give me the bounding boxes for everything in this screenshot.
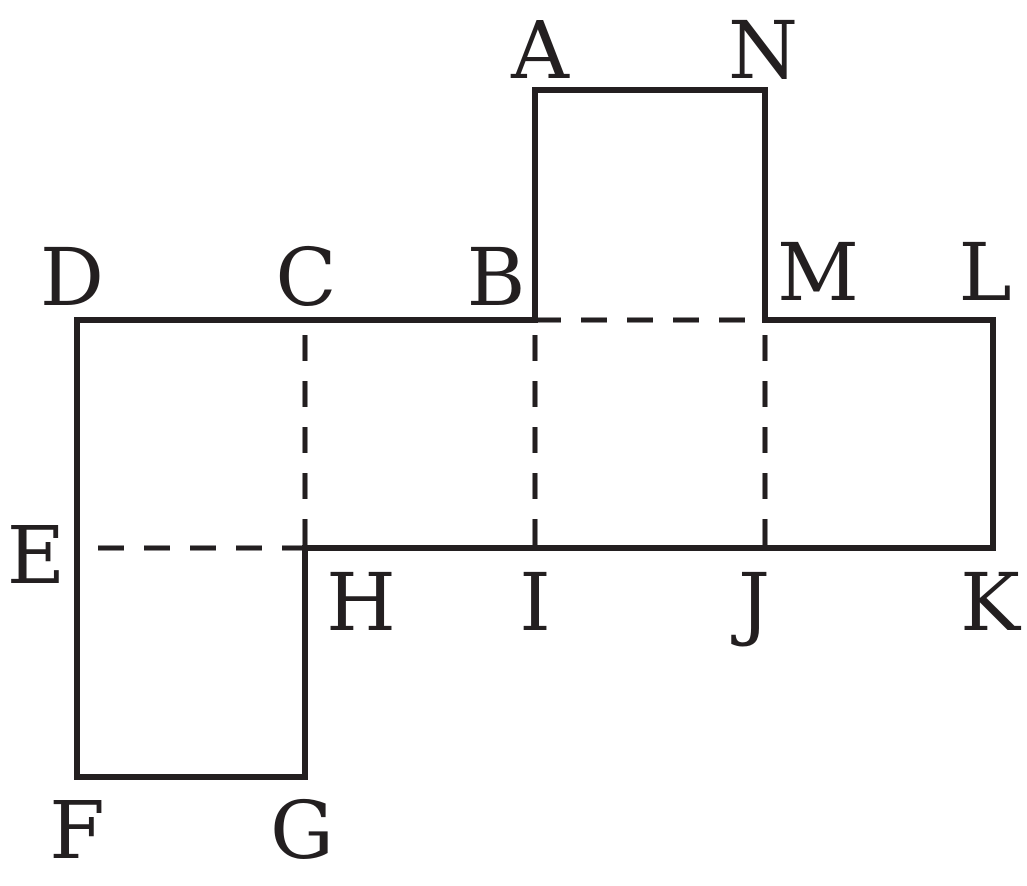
net-outline <box>74 87 996 780</box>
vertex-label-J: J <box>731 556 770 649</box>
vertex-label-A: A <box>510 4 570 97</box>
vertex-label-D: D <box>40 231 104 324</box>
vertex-label-L: L <box>958 226 1011 319</box>
vertex-label-M: M <box>777 226 859 319</box>
fold-lines <box>98 317 768 551</box>
vertex-label-C: C <box>275 231 336 324</box>
vertex-labels: A N D C B M L E H I J K F G <box>7 4 1021 877</box>
outline-edge-top-flap <box>532 87 768 323</box>
vertex-label-N: N <box>728 4 798 97</box>
vertex-label-B: B <box>467 231 526 324</box>
vertex-label-H: H <box>326 556 396 649</box>
vertex-label-I: I <box>519 556 551 649</box>
outline-edge-main <box>74 317 996 780</box>
vertex-label-G: G <box>270 784 334 877</box>
vertex-label-F: F <box>49 784 105 877</box>
vertex-label-E: E <box>7 509 65 602</box>
vertex-label-K: K <box>960 556 1021 649</box>
